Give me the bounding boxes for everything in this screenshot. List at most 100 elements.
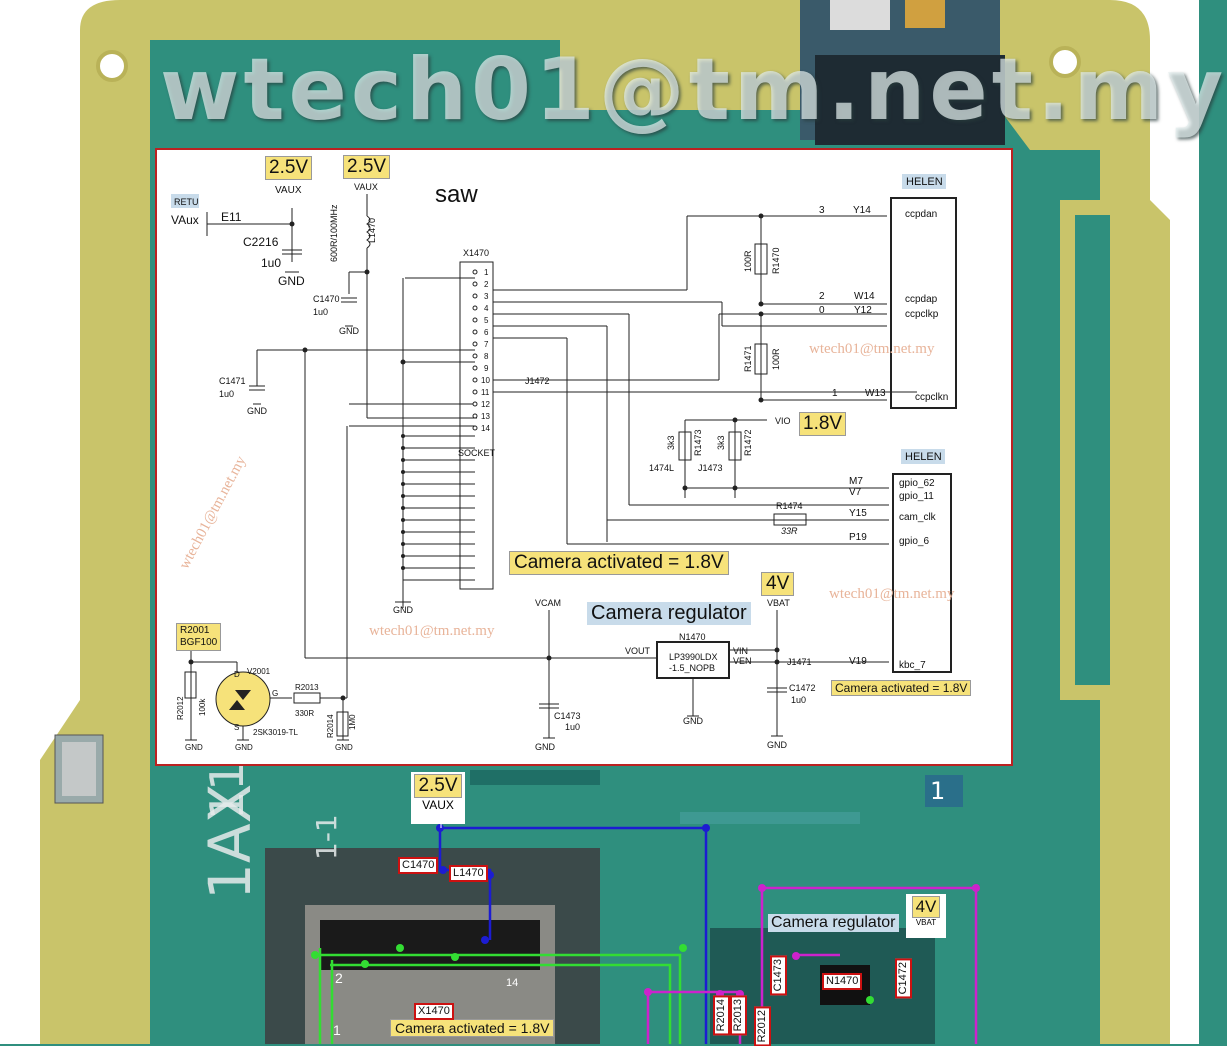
vbat-label: VBAT	[767, 598, 790, 608]
photo-vbat-net: VBAT	[915, 918, 937, 927]
helen2-pin4-ball: V19	[849, 656, 867, 667]
connector-pin-13: 13	[481, 412, 490, 421]
c1471-label: C1471	[219, 376, 246, 386]
vcam-label: VCAM	[535, 598, 561, 608]
connector-pin-9: 9	[484, 364, 489, 373]
helen2-pin1-name: gpio_11	[899, 491, 934, 502]
connector-pin-3: 3	[484, 292, 489, 301]
gnd-label-c1471: GND	[247, 406, 268, 416]
r1474-value: 33R	[781, 526, 798, 536]
gnd-label-c1472: GND	[767, 740, 788, 750]
connector-pin-1: 1	[484, 268, 489, 277]
connector-pin-7: 7	[484, 340, 489, 349]
c2216-label: C2216	[243, 235, 279, 249]
connector-pin-2: 2	[484, 280, 489, 289]
vin-label: VIN	[733, 646, 748, 656]
gnd-label-r2014: GND	[335, 743, 353, 752]
saw-label: saw	[435, 181, 478, 208]
photo-camera-activated: Camera activated = 1.8V	[390, 1019, 555, 1037]
gnd-label-v2001: GND	[235, 743, 253, 752]
vaux-volt-tag-2: 2.5V	[343, 155, 391, 179]
connector-pin-12: 12	[481, 400, 490, 409]
v2001-label: V2001	[247, 667, 271, 676]
schematic-watermark-3: wtech01@tm.net.my	[369, 623, 495, 639]
regulator-part-1: LP3990LDX	[669, 652, 718, 662]
helen2-title: HELEN	[905, 451, 942, 463]
photo-vbat-volt: 4V	[911, 896, 941, 918]
helen2-pin1-ball: V7	[849, 487, 862, 498]
r1470-name: R1470	[771, 247, 781, 274]
photo-vaux-tag: 2.5V VAUX	[411, 772, 465, 824]
connector-pin-8: 8	[484, 352, 489, 361]
schematic-panel: VAUX VAUX saw RETU VAux E11 C2216 1u0 GN…	[155, 148, 1013, 766]
j1472-label: J1472	[525, 376, 550, 386]
connector-pin-6: 6	[484, 328, 489, 337]
vio-volt-tag: 1.8V	[799, 412, 847, 436]
ven-label: VEN	[733, 656, 752, 666]
r1473-name: R1473	[693, 429, 703, 456]
regulator-part-2: -1.5_NOPB	[669, 663, 715, 673]
r1472-value: 3k3	[716, 435, 726, 450]
v2001-s: S	[234, 723, 239, 732]
watermark-text: wtech01@tm.net.my	[160, 40, 1227, 140]
helen1-pin2-num: 0	[819, 305, 825, 316]
r1471-name: R1471	[743, 345, 753, 372]
r1474-name: R1474	[776, 501, 803, 511]
connector-pin-14: 14	[481, 424, 490, 433]
helen2-pin0-name: gpio_62	[899, 478, 935, 489]
helen1-pin1-name: ccpdap	[905, 294, 938, 305]
schematic-watermark-1: wtech01@tm.net.my	[809, 341, 935, 357]
socket-label: SOCKET	[458, 448, 496, 458]
l1470-label: L1470	[367, 218, 377, 243]
helen1-pin3-num: 1	[832, 388, 838, 399]
helen1-pin3-ball: W13	[865, 388, 886, 399]
helen2-pin4-name: kbc_7	[899, 660, 926, 671]
vaux-input-label: VAux	[171, 213, 199, 227]
helen2-pin0-ball: M7	[849, 476, 863, 487]
connector-pin-5: 5	[484, 316, 489, 325]
r2012-value: 100k	[198, 698, 207, 716]
r2012-name: R2012	[176, 696, 185, 720]
gnd-label-c2216: GND	[278, 274, 305, 288]
connector-pin-11: 11	[481, 388, 490, 397]
helen1-pin0-ball: Y14	[853, 205, 871, 216]
r2014-name: R2014	[326, 714, 335, 738]
helen1-pin2-ball: Y12	[854, 305, 872, 316]
vio-net-label: VIO	[775, 416, 791, 426]
r2014-value: 1M0	[348, 714, 357, 730]
r2013-value: 330R	[295, 709, 314, 718]
j1473-label: J1473	[698, 463, 723, 473]
photo-vaux-volt: 2.5V	[414, 774, 462, 798]
vbat-volt-tag: 4V	[761, 572, 795, 596]
v2001-d: D	[234, 670, 240, 679]
photo-r2013-tag: R2013	[730, 995, 747, 1036]
schematic-drawing: VAUX VAUX saw RETU VAux E11 C2216 1u0 GN…	[171, 174, 957, 752]
r2001-tag: R2001 BGF100	[176, 623, 222, 651]
r1472-name: R1472	[743, 429, 753, 456]
photo-pin-14: 14	[506, 977, 519, 989]
e11-label: E11	[221, 210, 242, 224]
c1471-value: 1u0	[219, 389, 234, 399]
photo-n1470-tag: N1470	[822, 973, 863, 990]
gnd-label-connector: GND	[393, 605, 414, 615]
helen1-pin0-num: 3	[819, 205, 825, 216]
vout-label: VOUT	[625, 646, 651, 656]
helen1-pin1-ball: W14	[854, 291, 875, 302]
j1474-label: 1474L	[649, 463, 674, 473]
photo-c1473-tag: C1473	[770, 955, 787, 996]
camera-activated-callout: Camera activated = 1.8V	[509, 551, 729, 575]
v2001-part: 2SK3019-TL	[253, 728, 298, 737]
r2013-name: R2013	[295, 683, 319, 692]
photo-pin-2: 2	[335, 970, 343, 986]
photo-pin-1: 1	[333, 1022, 341, 1038]
helen1-pin0-name: ccpdan	[905, 209, 937, 220]
gnd-label-c1473: GND	[535, 742, 556, 752]
photo-vaux-net: VAUX	[422, 798, 454, 812]
r2001-part: BGF100	[180, 637, 218, 648]
helen1-pin2-name: ccpclkp	[905, 309, 939, 320]
board-print-1: 1	[930, 777, 946, 805]
r1470-value: 100R	[743, 250, 753, 272]
connector-pin-10: 10	[481, 376, 490, 385]
c1472-value: 1u0	[791, 695, 806, 705]
vaux-label-1: VAUX	[275, 185, 302, 196]
